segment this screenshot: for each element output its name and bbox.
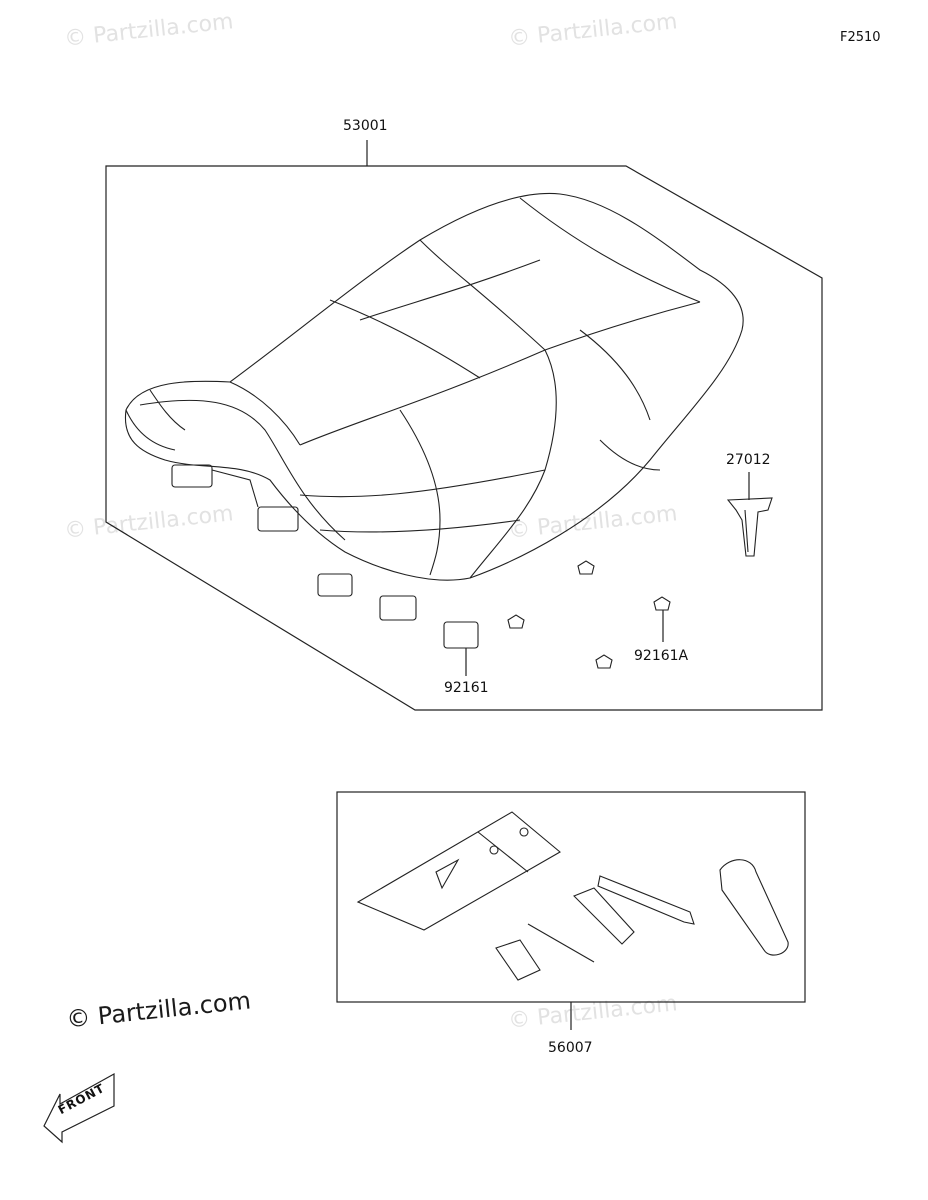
part-label-53001[interactable]: 53001 <box>343 118 388 134</box>
tool-kit-frame <box>336 791 806 1003</box>
figure-code: F2510 <box>840 30 881 45</box>
part-label-56007[interactable]: 56007 <box>548 1040 593 1056</box>
front-arrow-shape <box>43 1072 115 1144</box>
seat-drawing <box>124 192 744 581</box>
part-label-27012[interactable]: 27012 <box>726 452 771 468</box>
tools <box>495 859 789 981</box>
part-label-92161[interactable]: 92161 <box>444 680 489 696</box>
seat-assembly-frame <box>105 165 823 711</box>
rubber-dampers <box>317 560 671 669</box>
part-label-92161a[interactable]: 92161A <box>634 648 689 664</box>
tool-pouch <box>356 811 561 931</box>
bracket-27012 <box>726 497 773 557</box>
